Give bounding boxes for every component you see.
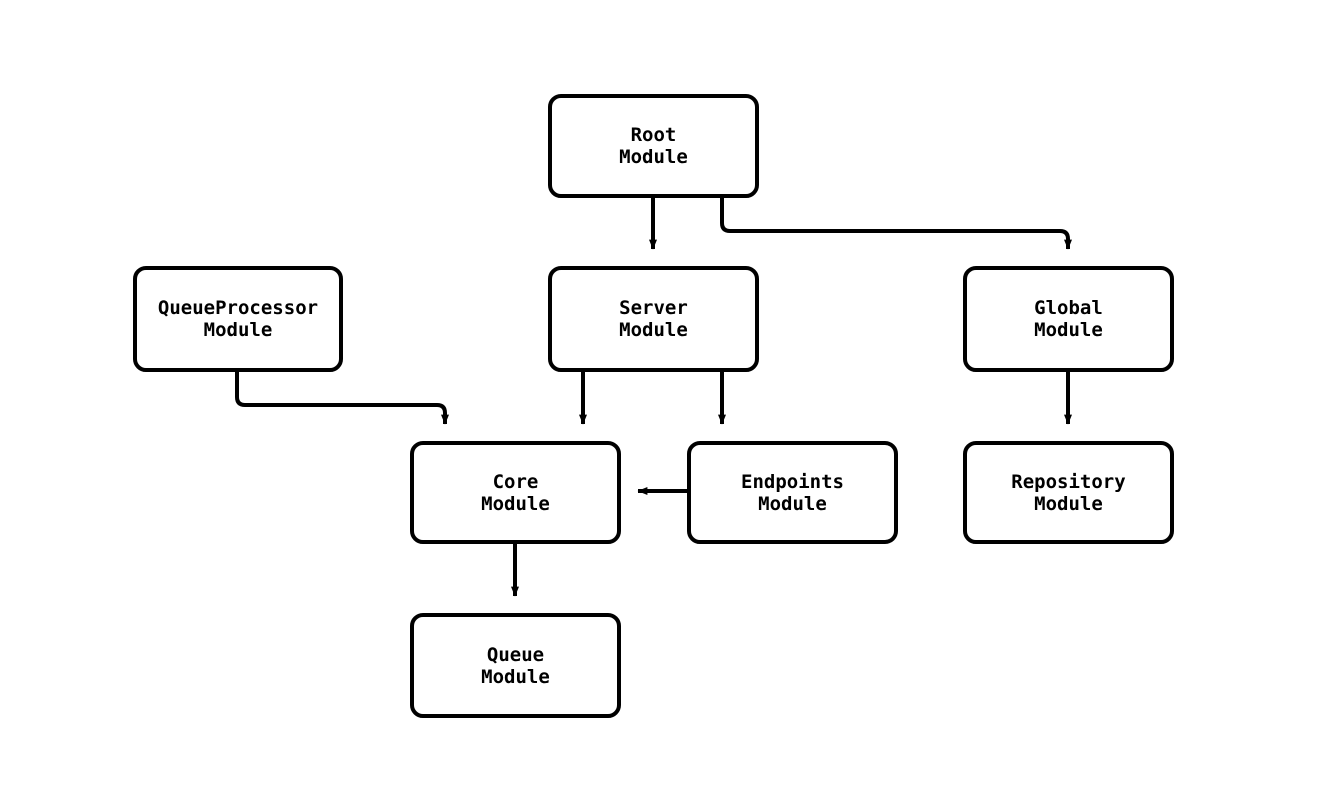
node-root-module[interactable]: Root Module <box>548 94 759 198</box>
node-global-module-line1: Global <box>1034 297 1103 319</box>
node-global-module[interactable]: Global Module <box>963 266 1174 372</box>
node-endpoints-module[interactable]: Endpoints Module <box>687 441 898 544</box>
node-repository-module-line2: Module <box>1034 492 1103 515</box>
node-queueprocessor-module[interactable]: QueueProcessor Module <box>133 266 343 372</box>
node-queueprocessor-module-line2: Module <box>203 319 273 341</box>
node-core-module[interactable]: Core Module <box>410 441 621 544</box>
node-root-module-line1: Root <box>630 124 677 146</box>
edge-root-to-global <box>720 198 1072 250</box>
node-queueprocessor-module-line1: QueueProcessor <box>157 297 319 319</box>
node-queue-module[interactable]: Queue Module <box>410 613 621 718</box>
node-global-module-line2: Module <box>1034 319 1103 341</box>
node-endpoints-module-line1: Endpoints <box>741 470 844 493</box>
node-repository-module-line1: Repository <box>1011 470 1126 493</box>
node-server-module-line1: Server <box>619 297 688 319</box>
node-queue-module-line2: Module <box>481 665 550 688</box>
node-endpoints-module-line2: Module <box>758 492 827 515</box>
node-root-module-line2: Module <box>619 146 688 168</box>
node-repository-module[interactable]: Repository Module <box>963 441 1174 544</box>
node-server-module[interactable]: Server Module <box>548 266 759 372</box>
node-server-module-line2: Module <box>619 319 688 341</box>
node-core-module-line2: Module <box>481 492 550 515</box>
node-queue-module-line1: Queue <box>486 643 545 666</box>
edge-queueprocessor-to-core <box>235 372 449 425</box>
node-core-module-line1: Core <box>492 470 539 493</box>
